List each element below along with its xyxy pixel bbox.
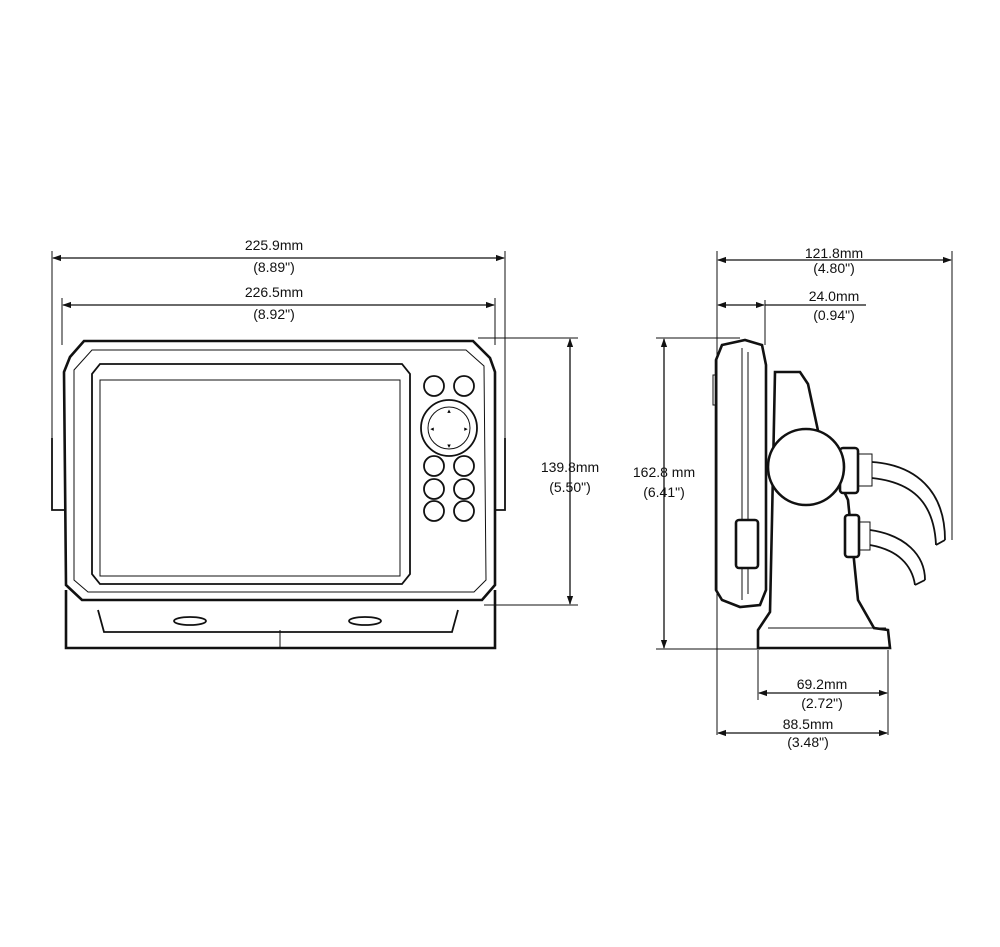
mount-ball-knob xyxy=(766,427,846,507)
arrow-down-icon: ▾ xyxy=(447,442,451,450)
dim-label-imperial: (4.80") xyxy=(813,260,855,276)
dim-label-imperial: (0.94") xyxy=(813,307,855,323)
unit-bezel xyxy=(73,349,487,593)
directional-pad-ring xyxy=(427,406,471,450)
keypad-button xyxy=(453,478,475,500)
mount-base-front xyxy=(97,609,459,633)
keypad-button xyxy=(423,455,445,477)
bracket-left-arm xyxy=(51,438,66,511)
connector-lower-plug xyxy=(858,521,871,551)
keypad-button xyxy=(453,375,475,397)
unit-body xyxy=(62,339,497,602)
dim-label-metric: 121.8mm xyxy=(805,245,863,261)
arrow-right-icon: ▸ xyxy=(464,425,468,433)
card-slot-cover xyxy=(734,518,760,570)
dim-unit-height: 139.8mm (5.50") xyxy=(478,337,599,606)
mount-pedestal xyxy=(756,370,892,650)
dim-label-imperial: (8.92") xyxy=(253,306,295,322)
dim-label-metric: 162.8 mm xyxy=(633,464,695,480)
keypad-button xyxy=(453,455,475,477)
dim-label-imperial: (6.41") xyxy=(643,484,685,500)
dim-label-metric: 225.9mm xyxy=(245,237,303,253)
dim-label-imperial: (5.50") xyxy=(549,479,591,495)
dim-mount-total-depth: 88.5mm (3.48") xyxy=(717,716,888,750)
keypad-button xyxy=(423,375,445,397)
cable-lower-a xyxy=(869,529,926,581)
cable-lower-b xyxy=(869,544,916,586)
side-view xyxy=(712,338,946,650)
dim-mount-base-depth: 69.2mm (2.72") xyxy=(757,650,889,735)
dim-label-metric: 226.5mm xyxy=(245,284,303,300)
keypad-button xyxy=(423,478,445,500)
dim-overall-width: 225.9mm (8.89") xyxy=(51,237,506,438)
dim-label-imperial: (8.89") xyxy=(253,259,295,275)
screen-frame xyxy=(91,363,411,585)
connector-lower xyxy=(843,513,861,559)
dim-label-metric: 24.0mm xyxy=(809,288,860,304)
connector-upper-plug xyxy=(857,453,873,487)
dim-label-metric: 139.8mm xyxy=(541,459,599,475)
arrow-up-icon: ▴ xyxy=(447,407,451,415)
arrow-left-icon: ◂ xyxy=(430,425,434,433)
dim-label-metric: 88.5mm xyxy=(783,716,834,732)
keypad: ▴ ▾ ◂ ▸ xyxy=(420,375,478,522)
keypad-button xyxy=(423,500,445,522)
cable-upper-a xyxy=(871,461,946,541)
front-view: ▴ ▾ ◂ ▸ xyxy=(51,339,506,650)
mount-knob-left xyxy=(173,616,207,626)
dim-label-imperial: (3.48") xyxy=(787,734,829,750)
dim-label-metric: 69.2mm xyxy=(797,676,848,692)
cable-upper-b xyxy=(871,477,937,546)
dim-overall-depth: 121.8mm (4.80") xyxy=(716,245,953,735)
cable-lower-end xyxy=(914,579,926,586)
dim-label-imperial: (2.72") xyxy=(801,695,843,711)
directional-pad xyxy=(420,399,478,457)
dim-unit-depth: 24.0mm (0.94") xyxy=(717,288,866,345)
cable-upper-end xyxy=(935,539,946,546)
screen xyxy=(99,379,401,577)
keypad-button xyxy=(453,500,475,522)
dim-unit-width: 226.5mm (8.92") xyxy=(61,284,496,345)
mount-knob-right xyxy=(348,616,382,626)
dim-overall-height: 162.8 mm (6.41") xyxy=(633,337,760,650)
